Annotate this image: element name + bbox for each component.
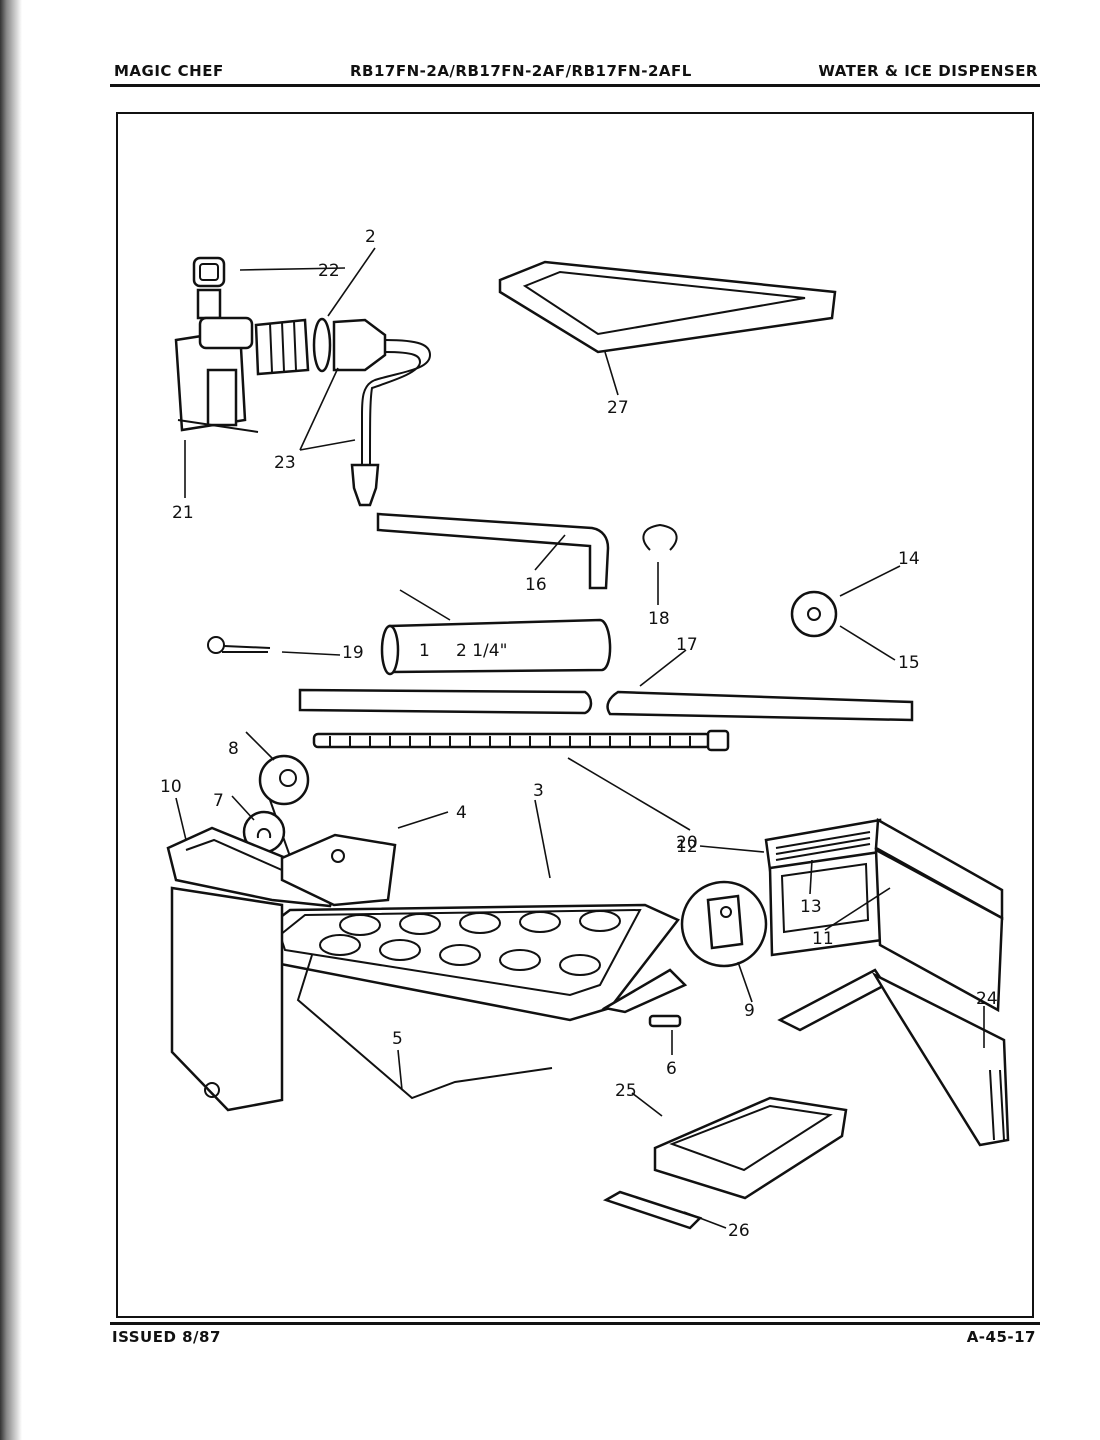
- callout-26: 26: [728, 1221, 750, 1241]
- part-16-bent-tube: [376, 512, 610, 590]
- part-26-slide-rail: [602, 1190, 703, 1230]
- part-7-spring-detail: [242, 810, 286, 854]
- part-14-washer: [790, 590, 838, 638]
- part-8-bushing-detail: [258, 754, 310, 863]
- callout-8: 8: [228, 739, 239, 759]
- part-18-clip: [642, 523, 678, 551]
- callout-24: 24: [976, 989, 998, 1009]
- callout-6: 6: [666, 1059, 677, 1079]
- part-5-shutoff-arm: [296, 954, 553, 1100]
- callout-23: 23: [274, 453, 296, 473]
- callout-18: 18: [648, 609, 670, 629]
- callout-25: 25: [615, 1081, 637, 1101]
- callout-21: 21: [172, 503, 194, 523]
- part-25-ice-bin: [653, 1096, 848, 1200]
- part-24-deflector: [777, 968, 1010, 1147]
- part-22-cap: [192, 256, 226, 288]
- callout-numbers: 1 2 3 4 5 6 7 8 9 10 11 12 13 14 15 16 1…: [160, 227, 998, 1241]
- part-6-screw: [648, 1014, 682, 1028]
- callout-13: 13: [800, 897, 822, 917]
- part-12-front-cover: [764, 818, 884, 957]
- callout-22: 22: [318, 261, 340, 281]
- part-17-tubes: [298, 688, 914, 722]
- callout-11: 11: [812, 929, 834, 949]
- header-rule: [110, 84, 1040, 87]
- callout-3: 3: [533, 781, 544, 801]
- callout-10: 10: [160, 777, 182, 797]
- issued-date: ISSUED 8/87: [112, 1328, 221, 1346]
- callout-4: 4: [456, 803, 467, 823]
- part-4-motor-housing: [280, 833, 397, 907]
- callout-7: 7: [213, 791, 224, 811]
- callout-2: 2: [365, 227, 376, 247]
- part-19-cotter-pin: [207, 636, 271, 654]
- part-23-fitting-tube: [332, 318, 432, 507]
- callout-leaders: [175, 247, 985, 1229]
- tube-dimension-label: 2 1/4": [456, 641, 507, 661]
- page-code: A-45-17: [966, 1328, 1036, 1346]
- mounting-plate: [170, 886, 284, 1112]
- part-1-tube: 2 1/4": [380, 618, 612, 676]
- diagram-frame: [116, 112, 1034, 1318]
- callout-5: 5: [392, 1029, 403, 1049]
- callout-9: 9: [744, 1001, 755, 1021]
- callout-27: 27: [607, 398, 629, 418]
- model-numbers: RB17FN-2A/RB17FN-2AF/RB17FN-2AFL: [350, 62, 692, 80]
- scan-edge-shadow: [0, 0, 22, 1440]
- part-2-filter-ring: [312, 317, 332, 373]
- part-3-ice-mold: [248, 903, 688, 1022]
- callout-12: 12: [676, 837, 698, 857]
- part-9-clip-detail: [680, 880, 768, 968]
- callout-14: 14: [898, 549, 920, 569]
- callout-15: 15: [898, 653, 920, 673]
- callout-1: 1: [419, 641, 430, 661]
- part-27-frame: [498, 260, 837, 354]
- part-21-water-valve: [174, 288, 310, 433]
- part-20-cable-tie: [312, 729, 730, 752]
- callout-19: 19: [342, 643, 364, 663]
- footer-rule: [110, 1322, 1040, 1325]
- callout-20: 20: [676, 833, 698, 853]
- callout-16: 16: [525, 575, 547, 595]
- brand-name: MAGIC CHEF: [114, 62, 224, 80]
- part-11-door-panel: [874, 817, 1004, 1013]
- section-title: WATER & ICE DISPENSER: [818, 62, 1038, 80]
- callout-17: 17: [676, 635, 698, 655]
